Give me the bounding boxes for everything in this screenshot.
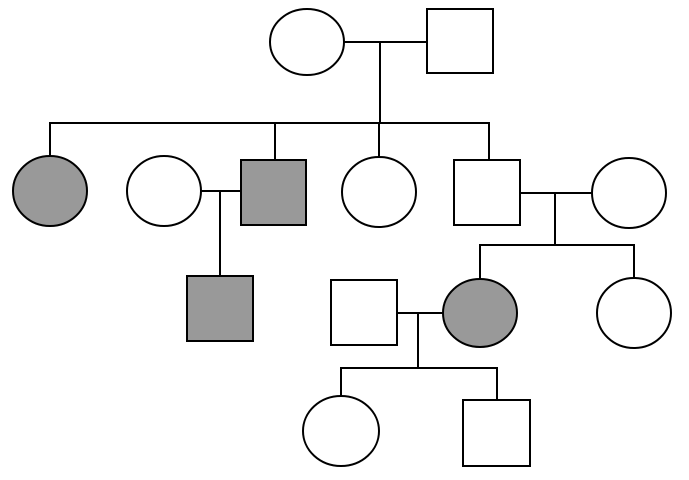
affected-male-III-1 bbox=[186, 275, 254, 342]
individuals bbox=[12, 8, 672, 467]
unaffected-male-III-2 bbox=[330, 279, 398, 346]
unaffected-male-I-2 bbox=[426, 8, 494, 74]
affected-female-III-3 bbox=[442, 278, 518, 348]
unaffected-male-IV-2 bbox=[462, 399, 531, 467]
unaffected-female-II-6 bbox=[591, 157, 667, 229]
connector-lines bbox=[49, 41, 635, 400]
unaffected-female-IV-1 bbox=[302, 395, 380, 467]
unaffected-male-II-5 bbox=[453, 159, 521, 226]
unaffected-female-I-1 bbox=[269, 8, 345, 76]
unaffected-female-III-4 bbox=[596, 277, 672, 349]
unaffected-female-II-4 bbox=[341, 156, 417, 228]
unaffected-female-II-2 bbox=[126, 155, 202, 227]
affected-male-II-3 bbox=[240, 159, 307, 226]
affected-female-II-1 bbox=[12, 155, 88, 227]
